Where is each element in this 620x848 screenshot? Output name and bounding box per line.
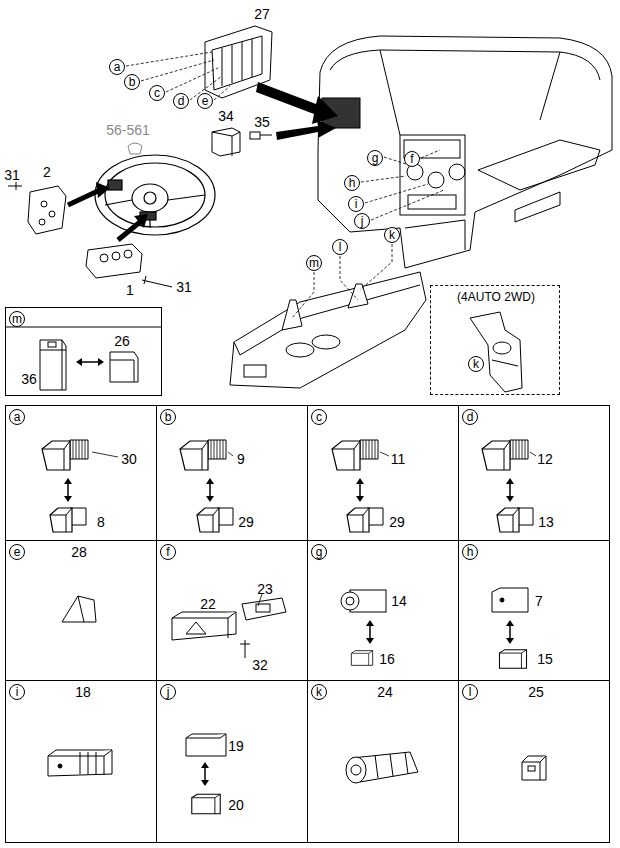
callout-letter: d [173,93,189,109]
parts-panel: i 18 [5,680,157,843]
part-number: 34 [218,109,234,123]
part-number: 19 [228,739,244,753]
part-number: 24 [377,685,393,699]
variant-box: (4AUTO 2WD) k [430,285,560,395]
callout-letter: h [462,544,478,560]
callout-letter: e [9,544,25,560]
callout-letter: c [149,85,165,101]
part-number: 30 [121,452,137,466]
callout-letter: c [311,409,327,425]
callout-letter: k [311,684,327,700]
part-number: 8 [97,515,105,529]
part-number: 1 [126,283,134,297]
parts-panel: k 24 [307,680,459,843]
callout-letter: m [9,311,25,327]
parts-panel: c 11 29 [307,405,459,541]
part-number: 9 [237,452,245,466]
part-number: 25 [528,685,544,699]
parts-panel: d 12 13 [458,405,610,541]
part-number: 7 [535,594,543,608]
part-number: 15 [537,652,553,666]
part-number: 14 [391,594,407,608]
callout-letter: j [160,684,176,700]
callout-letter: h [344,175,360,191]
callout-letter: e [197,93,213,109]
parts-panel: h 7 15 [458,540,610,681]
callout-letter: f [404,151,420,167]
parts-panel: j 19 20 [156,680,308,843]
callout-letter: b [160,409,176,425]
parts-panel: g 14 16 [307,540,459,681]
callout-letter: a [109,59,125,75]
callout-letter: k [384,227,400,243]
part-number: 32 [252,658,268,672]
parts-panel: l 25 [458,680,610,843]
callout-letter: j [354,213,370,229]
part-number: 31 [176,280,192,294]
callout-letter: g [367,150,383,166]
part-number: 36 [21,372,37,386]
callout-letter: k [468,356,484,372]
parts-panel: b 9 29 [156,405,308,541]
callout-letter: i [348,196,364,212]
callout-letter: m [306,255,322,271]
callout-letter: l [462,684,478,700]
parts-panel: e 28 [5,540,157,681]
part-number: 26 [114,334,130,348]
parts-panel: a 30 8 [5,405,157,541]
part-number: 29 [238,515,254,529]
part-number: 11 [391,452,406,466]
callout-letter: b [124,74,140,90]
part-number: 2 [43,165,51,179]
part-number: 56-561 [106,123,150,137]
part-number: 31 [4,168,20,182]
part-number: 18 [75,685,91,699]
variant-note: (4AUTO 2WD) [457,291,535,303]
part-number: 13 [538,515,554,529]
part-number: 35 [254,115,270,129]
part-number: 16 [379,652,395,666]
part-number: 12 [537,452,553,466]
parts-panel: f 23 22 32 [156,540,308,681]
part-number: 28 [71,545,87,559]
callout-letter: l [332,239,348,255]
callout-letter: i [9,684,25,700]
part-number: 22 [200,597,216,611]
callout-letter: a [9,409,25,425]
part-number: 29 [389,515,405,529]
part-number: 27 [254,7,270,21]
callout-letter: g [311,544,327,560]
part-number: 20 [228,798,244,812]
parts-panel: m 36 26 [5,307,162,396]
callout-letter: f [160,544,176,560]
callout-letter: d [462,409,478,425]
part-number: 23 [257,582,273,596]
